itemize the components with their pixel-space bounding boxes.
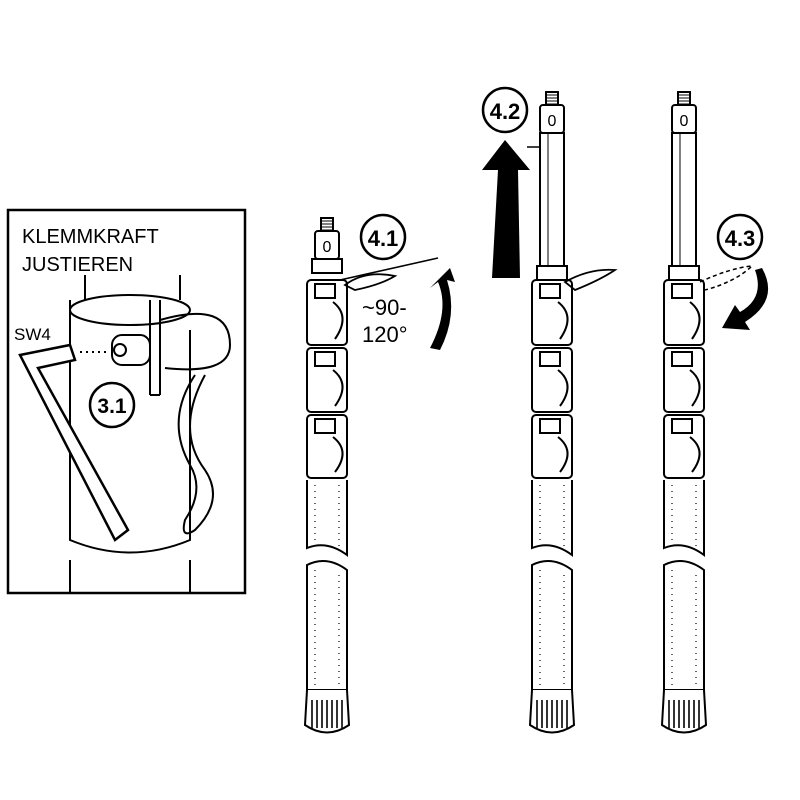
step-4-1-label: 4.1 bbox=[368, 226, 399, 251]
tube-upper bbox=[531, 480, 573, 557]
tool-size-label: SW4 bbox=[14, 325, 51, 344]
clamp-window bbox=[539, 283, 561, 299]
clamp-window bbox=[539, 418, 561, 434]
lever-open bbox=[343, 273, 398, 291]
detail-title-line2: JUSTIEREN bbox=[22, 254, 133, 276]
step-4-1-circle bbox=[359, 213, 407, 261]
clamp-section bbox=[306, 414, 348, 479]
clamp-window bbox=[671, 283, 693, 299]
collar bbox=[668, 265, 700, 281]
lever-open-line bbox=[339, 257, 439, 281]
clamp-section bbox=[663, 347, 705, 413]
step-4-2-circle bbox=[481, 86, 529, 134]
clamp-window bbox=[671, 351, 693, 367]
clamp-tab bbox=[149, 300, 161, 396]
tube-upper bbox=[663, 480, 705, 557]
clamp-lever-top bbox=[159, 312, 232, 371]
clamp-lever bbox=[689, 369, 701, 407]
telescopic-pole: 0 bbox=[660, 91, 708, 734]
hex-key-icon bbox=[18, 343, 130, 542]
clamp-lever bbox=[557, 369, 569, 407]
cap-mark: 0 bbox=[323, 239, 332, 256]
tube-body bbox=[69, 300, 191, 554]
tube-lower bbox=[663, 560, 705, 691]
angle-label-line2: 120° bbox=[362, 322, 408, 347]
tube-dots bbox=[314, 485, 340, 685]
tube-lower bbox=[306, 560, 348, 691]
step-4-3-label: 4.3 bbox=[725, 226, 756, 251]
detail-title-line1: KLEMMKRAFT bbox=[22, 226, 159, 248]
clamp-section bbox=[531, 279, 573, 346]
adjust-screw bbox=[111, 334, 151, 366]
clamp-section bbox=[306, 347, 348, 413]
clamp-window bbox=[314, 351, 336, 367]
step-4-3-circle bbox=[716, 213, 764, 261]
rotate-up-arrow-icon bbox=[430, 268, 455, 350]
collar bbox=[536, 265, 568, 281]
clamp-ring bbox=[69, 294, 191, 326]
step-4-3-annotation bbox=[699, 213, 764, 291]
lever-previous-position bbox=[699, 265, 755, 291]
tube-dots bbox=[671, 485, 697, 685]
telescopic-pole: 0 bbox=[528, 91, 576, 734]
extended-section bbox=[671, 132, 697, 267]
step-3-1-label: 3.1 bbox=[97, 395, 127, 418]
step-4-1-annotation bbox=[339, 213, 439, 291]
clamp-lever bbox=[177, 374, 214, 535]
tube-outline bbox=[69, 275, 191, 593]
extended-section bbox=[539, 132, 565, 267]
clamp-section bbox=[531, 347, 573, 413]
angle-label-line1: ~90- bbox=[362, 295, 407, 320]
clamp-window bbox=[671, 418, 693, 434]
poles-group: 0 0 0 bbox=[303, 91, 708, 734]
lever-open bbox=[563, 268, 618, 292]
clamp-section bbox=[663, 414, 705, 479]
screw-head bbox=[113, 343, 127, 357]
detail-box-frame bbox=[6, 208, 247, 595]
step-3-1-circle bbox=[88, 381, 136, 429]
telescopic-pole: 0 bbox=[303, 217, 351, 734]
clamp-window bbox=[314, 418, 336, 434]
step-4-2-annotation bbox=[481, 86, 618, 292]
detail-box-clamp-adjust bbox=[6, 208, 247, 595]
clamp-window bbox=[539, 351, 561, 367]
clamp-lever bbox=[689, 301, 701, 340]
cap-mark: 0 bbox=[548, 113, 557, 130]
cap-mark: 0 bbox=[680, 113, 689, 130]
clamp-lever bbox=[557, 436, 569, 473]
tube-lower bbox=[531, 560, 573, 691]
step-4-2-label: 4.2 bbox=[490, 99, 521, 124]
clamp-lever bbox=[689, 436, 701, 473]
tube-upper bbox=[306, 480, 348, 557]
pull-up-arrow-icon bbox=[482, 140, 530, 278]
tube-dots bbox=[539, 485, 565, 685]
clamp-lever bbox=[332, 436, 344, 473]
clamp-window bbox=[314, 283, 336, 299]
collar bbox=[311, 258, 343, 274]
clamp-lever bbox=[332, 301, 344, 340]
clamp-section bbox=[663, 279, 705, 346]
clamp-lever bbox=[557, 301, 569, 340]
rotate-down-arrow-icon bbox=[722, 268, 769, 330]
clamp-section bbox=[531, 414, 573, 479]
clamp-lever bbox=[332, 369, 344, 407]
clamp-section bbox=[306, 279, 348, 346]
